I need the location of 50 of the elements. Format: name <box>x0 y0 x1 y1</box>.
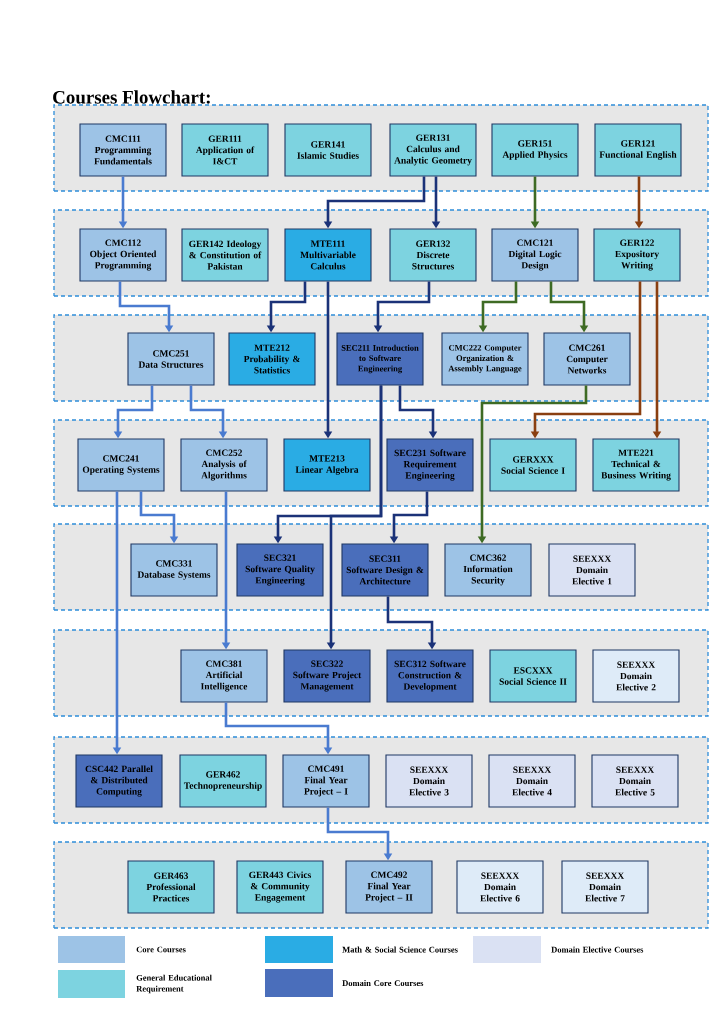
course-box: GER462 Technopreneurship <box>179 754 267 808</box>
legend-label: General Educational Requirement <box>136 974 212 994</box>
course-box: GER151 Applied Physics <box>491 123 579 177</box>
legend-label: Math & Social Science Courses <box>342 946 458 953</box>
heading: Courses Flowchart: <box>53 90 210 104</box>
course-box: SEC311 Software Design & Architecture <box>341 543 429 597</box>
course-box: CMC362 Information Security <box>444 543 532 597</box>
course-box: SEC321 Software Quality Engineering <box>236 543 324 597</box>
course-box: ESCXXX Social Science II <box>489 649 577 703</box>
course-box: SEC231 Software Requirement Engineering <box>386 438 474 492</box>
legend-label: Domain Elective Courses <box>551 946 644 953</box>
course-box: SEEXXX Domain Elective 2 <box>592 649 680 703</box>
course-box: MTE111 Multivariable Calculus <box>284 228 372 282</box>
course-box: GER463 Professional Practices <box>127 860 215 914</box>
course-box: SEEXXX Domain Elective 6 <box>456 860 544 914</box>
course-box: SEC312 Software Construction & Development <box>386 649 474 703</box>
course-box: GER142 Ideology & Constitution of Pakistan <box>181 228 269 282</box>
course-box: GER141 Islamic Studies <box>284 123 372 177</box>
course-box: SEEXXX Domain Elective 5 <box>591 754 679 808</box>
course-box: GERXXX Social Science I <box>489 438 577 492</box>
course-box: CMC381 Artificial Intelligence <box>180 649 268 703</box>
course-box: CMC492 Final Year Project – II <box>345 860 433 914</box>
course-box: SEEXXX Domain Elective 7 <box>561 860 649 914</box>
course-box: CMC121 Digital Logic Design <box>491 228 579 282</box>
course-box: GER121 Functional English <box>594 123 682 177</box>
legend-label: Core Courses <box>136 946 186 953</box>
course-box: CMC222 Computer Organization & Assembly Language <box>441 332 529 386</box>
course-box: CMC491 Final Year Project – I <box>282 754 370 808</box>
course-box: CMC251 Data Structures <box>127 332 215 386</box>
course-box: SEEXXX Domain Elective 3 <box>385 754 473 808</box>
course-box: MTE212 Probability & Statistics <box>228 332 316 386</box>
course-box: CMC241 Operating Systems <box>77 438 165 492</box>
course-box: GER131 Calculus and Analytic Geometry <box>389 123 477 177</box>
course-box: MTE213 Linear Algebra <box>283 438 371 492</box>
course-box: CMC111 Programming Fundamentals <box>79 123 167 177</box>
course-box: CMC331 Database Systems <box>130 543 218 597</box>
course-box: GER111 Application of I&CT <box>181 123 269 177</box>
course-box: SEC322 Software Project Management <box>283 649 371 703</box>
course-box: GER122 Expository Writing <box>593 228 681 282</box>
course-box: SEC211 Introduction to Software Engineering <box>336 332 424 386</box>
course-box: CSC442 Parallel & Distributed Computing <box>75 754 163 808</box>
course-box: SEEXXX Domain Elective 1 <box>548 543 636 597</box>
course-box: GER132 Discrete Structures <box>389 228 477 282</box>
legend-label: Domain Core Courses <box>342 980 424 986</box>
course-box: GER443 Civics & Community Engagement <box>236 860 324 914</box>
course-box: CMC112 Object Oriented Programming <box>79 228 167 282</box>
course-box: CMC252 Analysis of Algorithms <box>180 438 268 492</box>
course-box: MTE221 Technical & Business Writing <box>592 438 680 492</box>
course-box: CMC261 Computer Networks <box>543 332 631 386</box>
course-box: SEEXXX Domain Elective 4 <box>488 754 576 808</box>
